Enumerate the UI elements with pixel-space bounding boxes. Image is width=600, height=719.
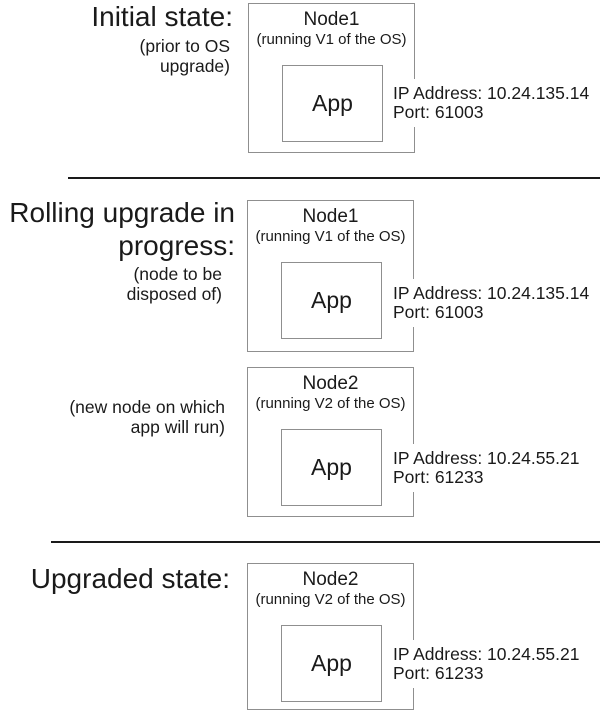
node-subtitle: (running V1 of the OS) bbox=[256, 31, 407, 48]
ip-address: IP Address: 10.24.55.21 bbox=[393, 644, 580, 664]
ip-address: IP Address: 10.24.135.14 bbox=[393, 283, 590, 303]
app-box: App bbox=[281, 262, 382, 339]
port: Port: 61003 bbox=[393, 302, 484, 322]
note-line: app will run) bbox=[130, 417, 225, 437]
node-box: Node2 (running V2 of the OS) App bbox=[247, 563, 414, 710]
section-divider bbox=[68, 177, 600, 179]
heading-line: progress: bbox=[118, 230, 235, 261]
node-subtitle: (running V2 of the OS) bbox=[255, 395, 406, 412]
app-box: App bbox=[281, 625, 382, 702]
section-heading: Rolling upgrade in progress: bbox=[0, 196, 235, 262]
port: Port: 61233 bbox=[393, 467, 484, 487]
section-divider bbox=[51, 541, 600, 543]
note-line: disposed of) bbox=[126, 284, 222, 304]
node-network-info: IP Address: 10.24.55.21 Port: 61233 bbox=[390, 640, 586, 688]
app-label: App bbox=[311, 454, 352, 480]
section-heading: Upgraded state: bbox=[30, 563, 230, 594]
app-label: App bbox=[312, 90, 353, 116]
node-box: Node2 (running V2 of the OS) App bbox=[247, 367, 414, 517]
node-subtitle: (running V2 of the OS) bbox=[255, 591, 406, 608]
section-note: (prior to OS upgrade) bbox=[0, 36, 230, 76]
section-note: (node to be disposed of) bbox=[0, 264, 222, 304]
section-note: (new node on which app will run) bbox=[0, 397, 225, 437]
node-title: Node2 bbox=[302, 569, 359, 590]
app-box: App bbox=[282, 65, 383, 142]
port: Port: 61003 bbox=[393, 102, 484, 122]
node-network-info: IP Address: 10.24.135.14 Port: 61003 bbox=[390, 79, 596, 127]
node-box: Node1 (running V1 of the OS) App bbox=[248, 3, 415, 153]
node-title: Node1 bbox=[302, 206, 359, 227]
note-line: upgrade) bbox=[159, 56, 230, 76]
note-line: (prior to OS bbox=[139, 36, 230, 56]
ip-address: IP Address: 10.24.55.21 bbox=[393, 448, 580, 468]
port: Port: 61233 bbox=[393, 663, 484, 683]
app-box: App bbox=[281, 429, 382, 506]
node-box: Node1 (running V1 of the OS) App bbox=[247, 200, 414, 352]
heading-line: Rolling upgrade in bbox=[9, 197, 235, 228]
section-heading: Initial state: bbox=[91, 1, 233, 32]
app-label: App bbox=[311, 650, 352, 676]
node-title: Node1 bbox=[303, 9, 360, 30]
ip-address: IP Address: 10.24.135.14 bbox=[393, 83, 590, 103]
node-subtitle: (running V1 of the OS) bbox=[255, 228, 406, 245]
app-label: App bbox=[311, 287, 352, 313]
node-network-info: IP Address: 10.24.55.21 Port: 61233 bbox=[390, 444, 586, 492]
node-title: Node2 bbox=[302, 373, 359, 394]
node-network-info: IP Address: 10.24.135.14 Port: 61003 bbox=[390, 279, 596, 327]
note-line: (node to be bbox=[133, 264, 222, 284]
note-line: (new node on which bbox=[69, 397, 225, 417]
